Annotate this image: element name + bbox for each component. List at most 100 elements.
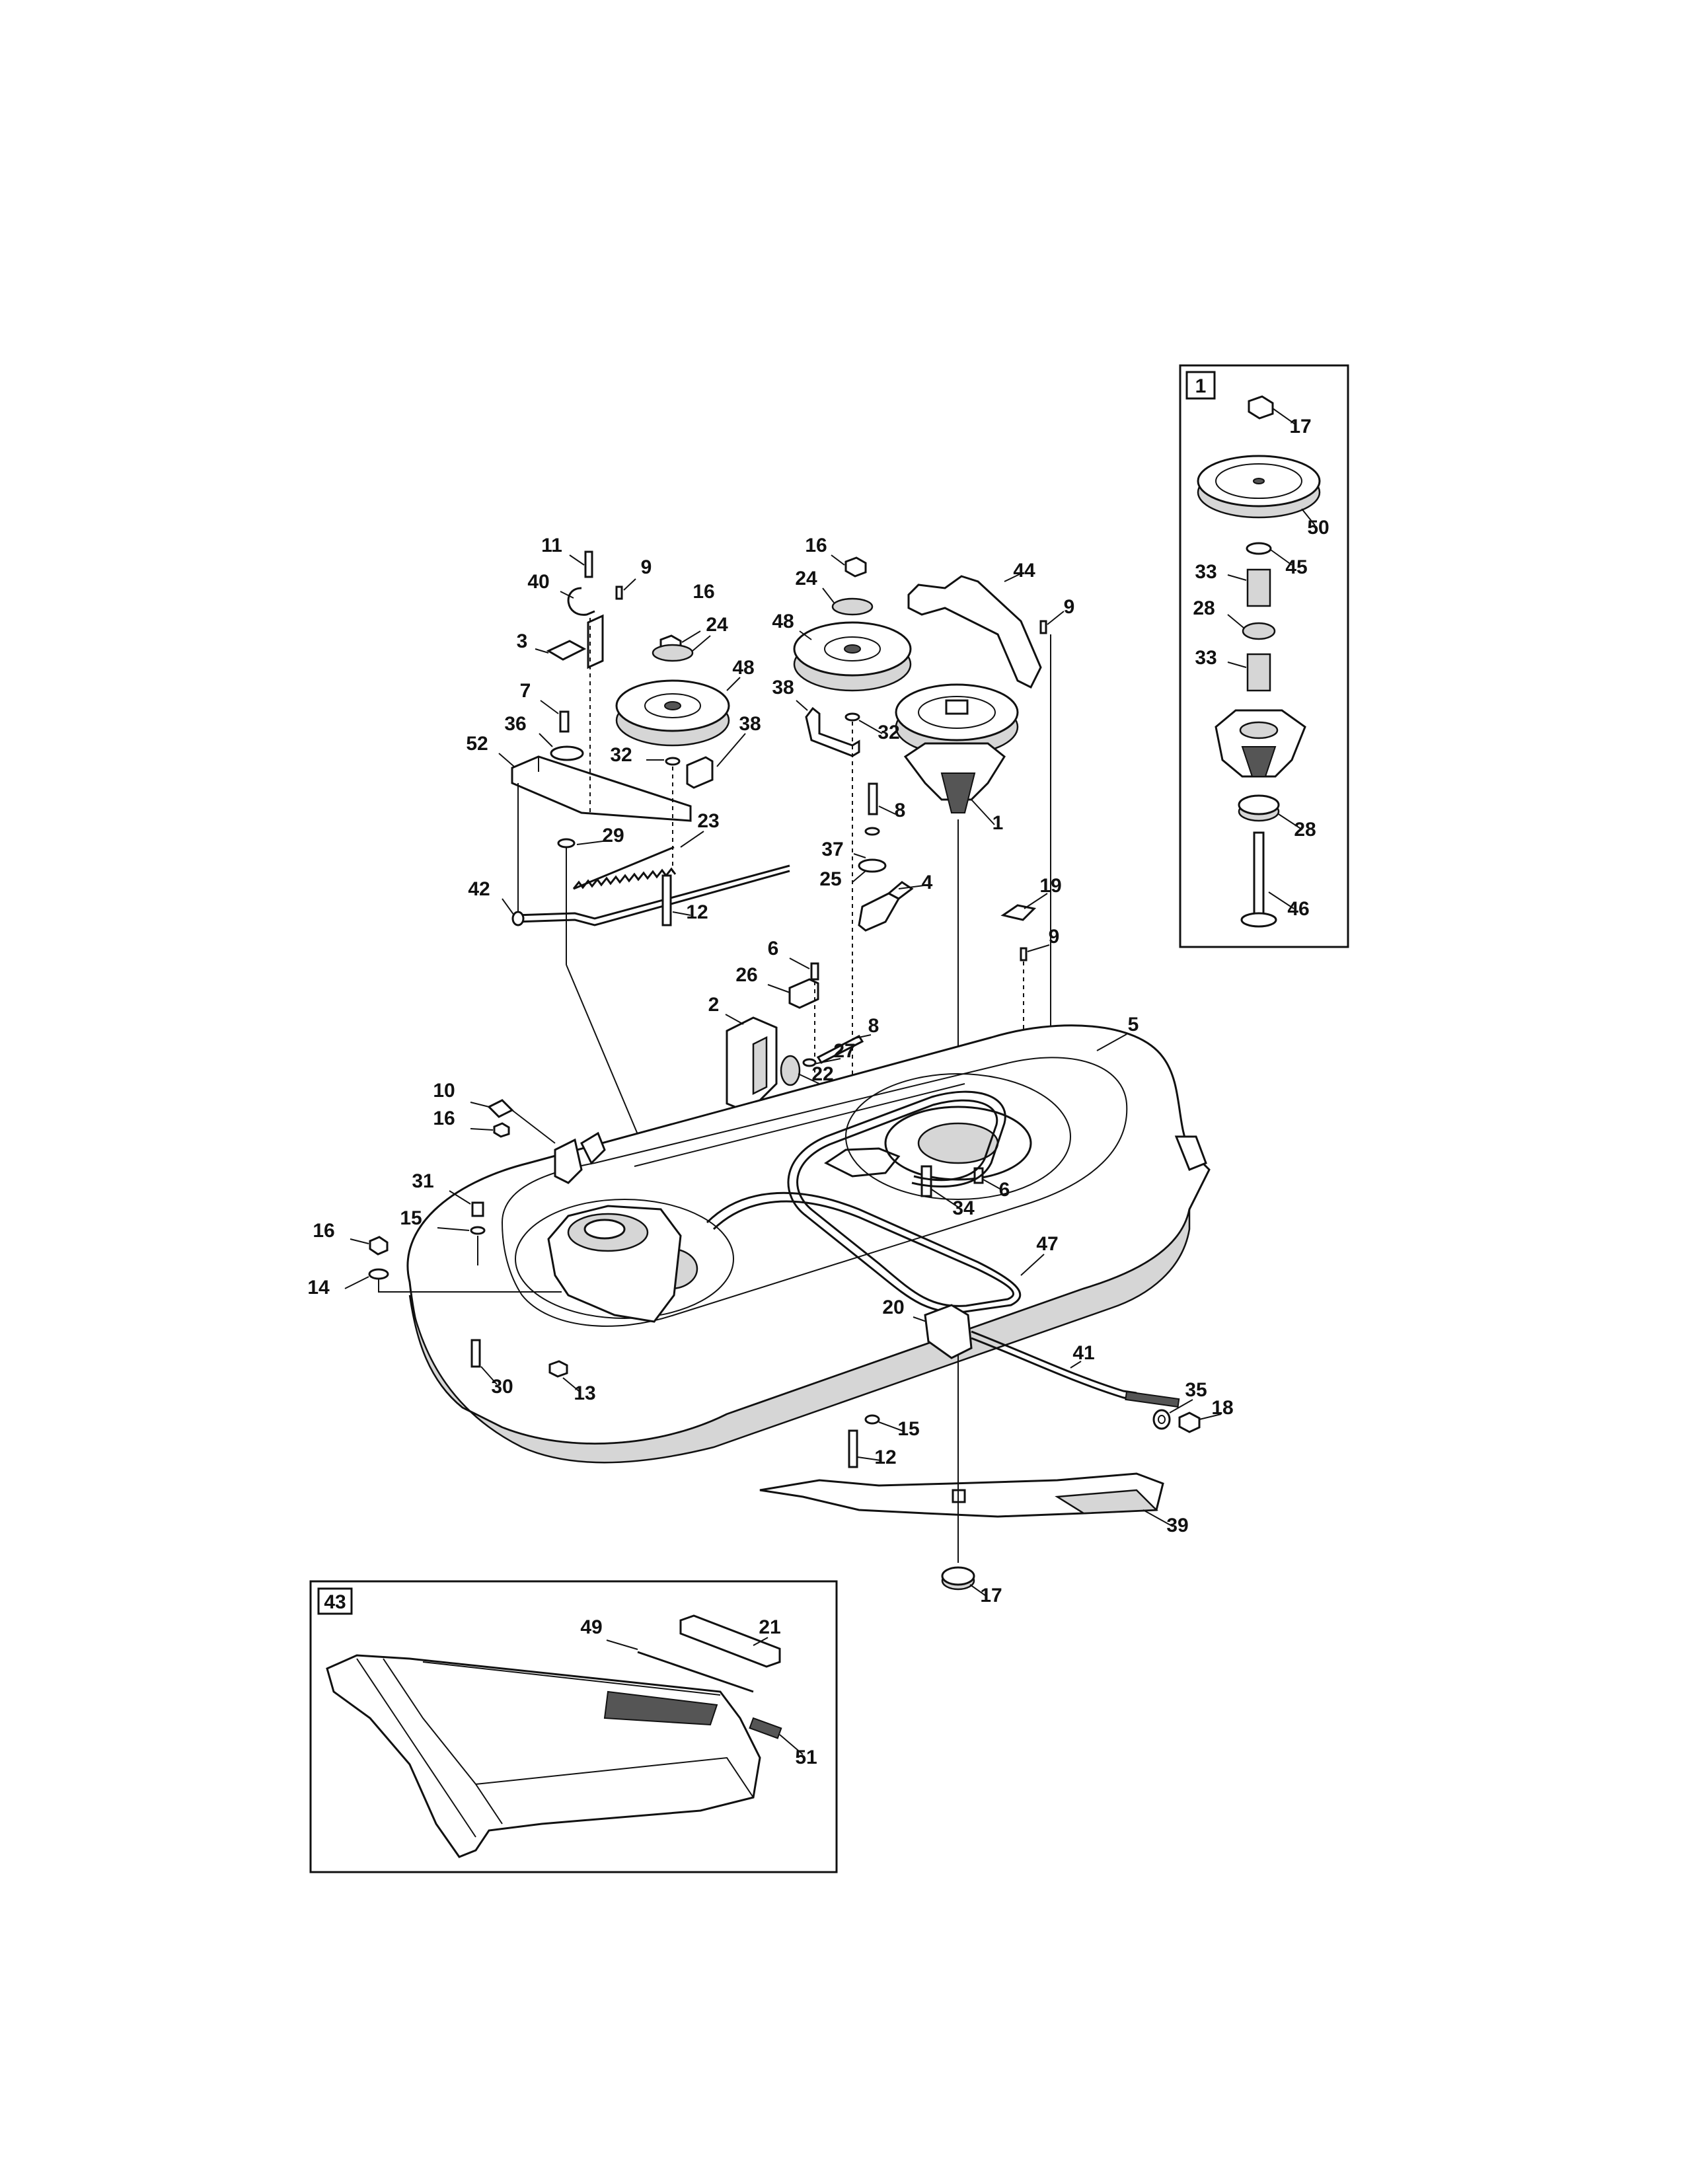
nut-16-center [844, 556, 867, 578]
callout-c19: 19 [1039, 875, 1061, 897]
callout-c8a: 8 [895, 800, 906, 821]
callout-c23: 23 [697, 810, 719, 832]
washer-27 [802, 1058, 817, 1067]
inset-spindle-number: 1 [1195, 375, 1207, 397]
bearing-24-center [831, 597, 874, 616]
inset-deflector-number: 43 [324, 1591, 346, 1613]
callout-c17a: 17 [980, 1585, 1002, 1606]
callout-c6b: 6 [999, 1179, 1010, 1201]
inset-spindle-frame [1179, 364, 1349, 948]
cable-41 [971, 1330, 1137, 1394]
callout-c9a: 9 [641, 556, 652, 578]
callout-c52: 52 [466, 733, 488, 755]
callout-c16d: 16 [313, 1220, 334, 1242]
callout-c5: 5 [1128, 1014, 1139, 1036]
washer-29 [557, 838, 576, 848]
clip-10 [487, 1099, 514, 1118]
spindle-housing [1215, 709, 1306, 778]
drive-belt-47 [706, 1090, 1045, 1314]
callout-c7: 7 [520, 680, 531, 702]
cable-assembly [913, 1304, 1222, 1433]
callout-c33a: 33 [1195, 561, 1217, 583]
callout-c33b: 33 [1195, 647, 1217, 669]
bearing-24-left [652, 644, 694, 662]
nut-18 [1178, 1412, 1201, 1433]
spindle-bearing-upper [1242, 622, 1276, 640]
cable-bracket-20 [924, 1304, 973, 1359]
callout-c22: 22 [811, 1063, 833, 1085]
callout-c17b: 17 [1289, 416, 1311, 437]
callout-c13: 13 [574, 1382, 595, 1404]
callout-c16c: 16 [433, 1108, 455, 1129]
hinge-bracket-21 [679, 1614, 781, 1668]
callout-c9b: 9 [1064, 596, 1075, 618]
callout-c44: 44 [1013, 560, 1035, 582]
callout-c47: 47 [1036, 1233, 1058, 1255]
washer-15-lower [864, 1414, 880, 1425]
callout-c29: 29 [602, 825, 624, 847]
washer-35 [1152, 1409, 1171, 1430]
callout-c14: 14 [307, 1277, 330, 1299]
bolt-12-lower [848, 1429, 858, 1468]
inset-spindle-number-box [1185, 371, 1216, 400]
bracket-26 [788, 978, 819, 1009]
callout-c38a: 38 [739, 713, 761, 735]
callout-c21: 21 [759, 1616, 780, 1638]
callout-c24a: 24 [706, 614, 728, 636]
callout-c8b: 8 [868, 1015, 880, 1037]
left-idler-assembly [498, 550, 790, 1213]
callout-c15a: 15 [400, 1207, 422, 1229]
callout-c3: 3 [517, 630, 528, 652]
bolt-12-left [661, 874, 672, 926]
callout-c45: 45 [1285, 556, 1307, 578]
spindle-spacer-upper [1246, 568, 1271, 607]
clip-40 [567, 587, 595, 616]
callout-c32b: 32 [878, 722, 899, 743]
callout-c12b: 12 [874, 1447, 896, 1468]
bracket-4 [858, 892, 901, 932]
bearing-22 [780, 1055, 801, 1086]
callout-c30: 30 [491, 1376, 513, 1398]
belt-cover-44 [907, 575, 1042, 689]
spindle-washer [1246, 542, 1272, 555]
callout-c9c: 9 [1049, 926, 1060, 948]
callout-c42: 42 [468, 878, 490, 900]
rod-42 [515, 864, 790, 920]
nut-13 [548, 1360, 568, 1378]
bolt-6 [810, 962, 819, 981]
callout-c11a: 11 [541, 535, 562, 556]
spring-23 [572, 867, 677, 889]
spindle-spacer-lower [1246, 653, 1271, 692]
callout-c27: 27 [833, 1040, 855, 1062]
inset-deflector-frame [309, 1580, 838, 1873]
callout-c35: 35 [1185, 1379, 1207, 1401]
washer-37 [864, 827, 880, 836]
clip-19 [1000, 904, 1037, 921]
inset-deflector-number-box [317, 1587, 353, 1615]
bracket-3 [546, 640, 587, 661]
callout-c34: 34 [952, 1197, 975, 1219]
callout-c38b: 38 [772, 677, 794, 698]
callout-c32a: 32 [610, 744, 632, 766]
callout-c50: 50 [1307, 517, 1329, 539]
left-deck-bracket [344, 1099, 1002, 1392]
callout-c25: 25 [819, 868, 841, 890]
washer-14 [368, 1268, 389, 1280]
bolt-8-lower [816, 1035, 864, 1064]
callout-c12a: 12 [686, 901, 708, 923]
callout-c48b: 48 [772, 611, 794, 632]
spindle-housing-1 [903, 742, 1006, 801]
callout-c48a: 48 [732, 657, 754, 679]
callout-c24b: 24 [795, 568, 817, 589]
callout-c41: 41 [1072, 1342, 1094, 1364]
nut-16-deck [369, 1236, 389, 1256]
bolt-8-upper [868, 782, 878, 815]
callout-c36: 36 [504, 713, 526, 735]
callout-c15b: 15 [897, 1418, 919, 1440]
callout-c1: 1 [992, 812, 1004, 834]
callout-c16b: 16 [805, 535, 827, 556]
spring-51 [749, 1717, 782, 1739]
callout-c49: 49 [580, 1616, 602, 1638]
middle-hardware [725, 634, 1051, 1150]
